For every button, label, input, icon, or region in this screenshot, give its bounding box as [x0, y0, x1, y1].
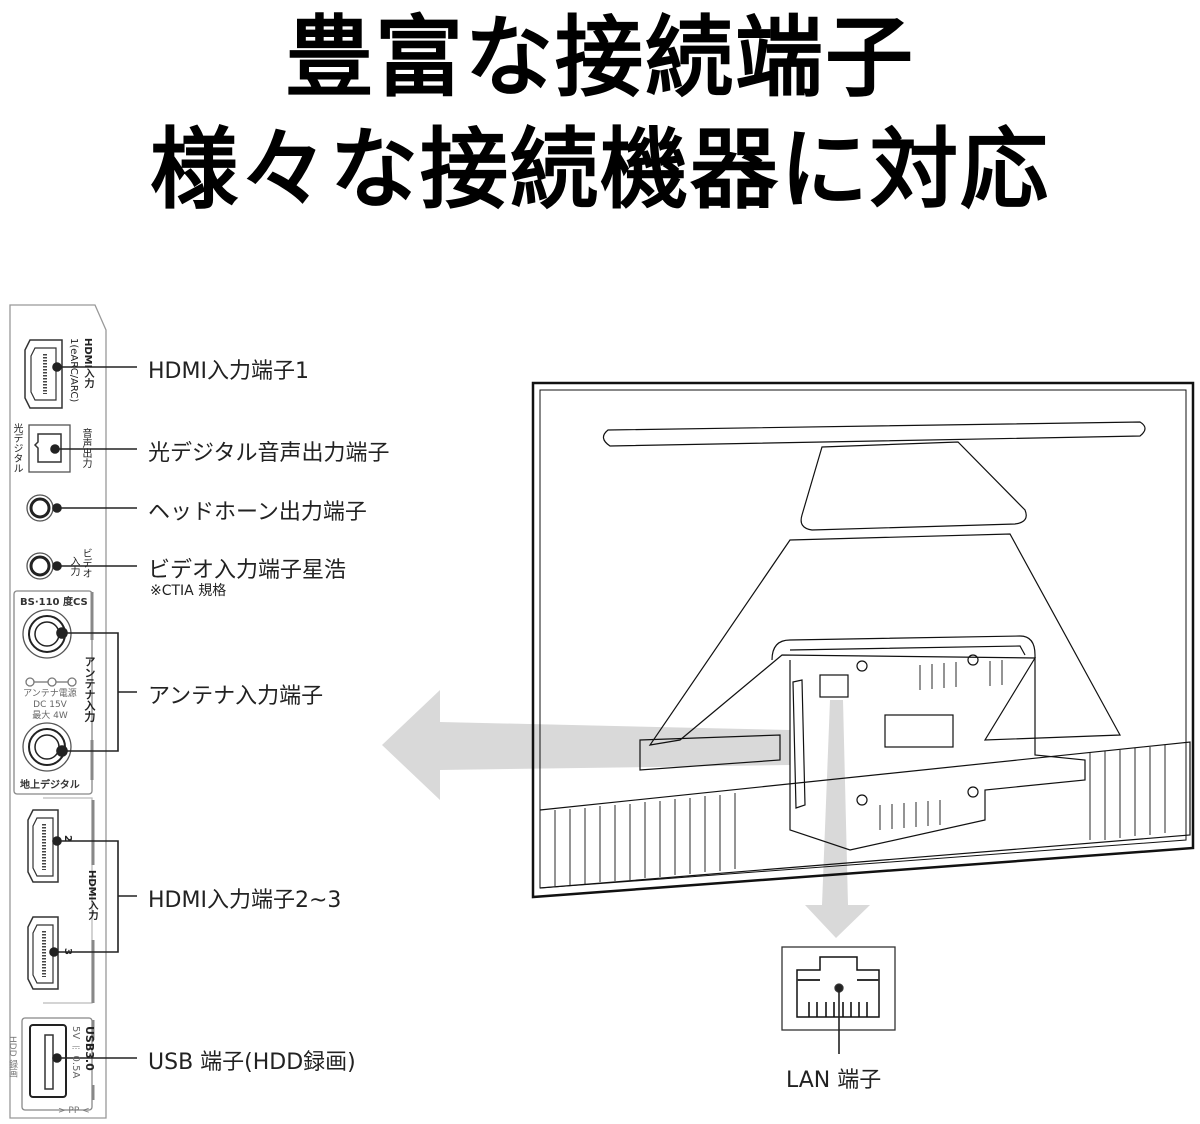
- panel-hdmi-input: HDMI入力: [86, 870, 97, 921]
- panel-usb-spec: 5V ⎓ 0.5A: [70, 1026, 81, 1079]
- panel-optical-digital: 光デジタル: [11, 423, 22, 473]
- callout-usb: USB 端子(HDD録画): [148, 1050, 356, 1075]
- callout-hdmi2-3: HDMI入力端子2~3: [148, 888, 342, 913]
- panel-usb-title: USB3.0: [83, 1026, 96, 1071]
- panel-bs-cs: BS·110 度CS: [20, 597, 88, 608]
- headline-line-1: 豊富な接続端子: [284, 6, 915, 109]
- panel-hdmi1-arc: 1(eARC/ARC): [68, 338, 79, 403]
- panel-video-label: ビデオ: [80, 548, 91, 578]
- tv-back-illustration: [531, 381, 1195, 899]
- arrow-down-icon: [805, 700, 870, 938]
- panel-optical-out: 音声出力: [80, 428, 91, 468]
- panel-pp-mark: > PP <: [58, 1106, 90, 1116]
- callout-video: ビデオ入力端子星浩: [148, 558, 347, 583]
- callout-lan: LAN 端子: [786, 1068, 882, 1093]
- lan-port-icon: [781, 946, 896, 1054]
- leader-lines: [49, 362, 137, 1063]
- panel-hdd-rec: HDD 録画: [7, 1036, 17, 1078]
- callout-optical-audio: 光デジタル音声出力端子: [148, 441, 390, 466]
- callout-antenna: アンテナ入力端子: [148, 684, 324, 709]
- panel-antenna-power: アンテナ電源 DC 15V 最大 4W: [23, 689, 77, 721]
- callout-hdmi1: HDMI入力端子1: [148, 359, 309, 384]
- panel-hdmi1-label: HDMI入力: [82, 338, 93, 389]
- panel-terrestrial: 地上デジタル: [20, 780, 80, 791]
- callout-video-note: ※CTIA 規格: [150, 583, 227, 599]
- headline-line-2: 様々な接続機器に対応: [149, 118, 1050, 221]
- panel-hdmi3-number: 3: [62, 948, 73, 955]
- panel-antenna-input: アンテナ入力: [83, 656, 96, 722]
- connector-panel: [9, 304, 107, 1119]
- panel-video-input: 入力: [68, 556, 79, 576]
- arrow-left-icon: [382, 690, 790, 800]
- callout-headphone: ヘッドホーン出力端子: [148, 500, 367, 525]
- panel-hdmi2-number: 2: [62, 835, 73, 842]
